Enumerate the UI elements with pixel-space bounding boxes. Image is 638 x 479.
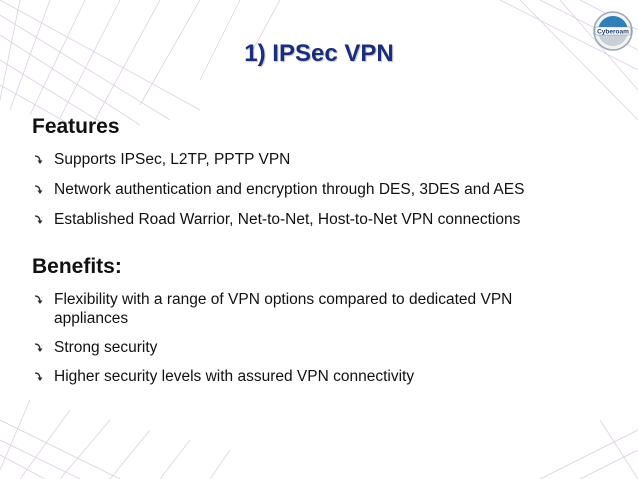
- list-item: Network authentication and encryption th…: [32, 180, 592, 199]
- list-item-text: Network authentication and encryption th…: [54, 181, 525, 198]
- section-heading-benefits: Benefits:: [32, 255, 122, 278]
- list-item: Higher security levels with assured VPN …: [32, 367, 592, 386]
- curved-arrow-bullet-icon: [34, 295, 43, 304]
- list-item-text: Flexibility with a range of VPN options …: [54, 291, 513, 327]
- curved-arrow-bullet-icon: [34, 372, 43, 381]
- list-item: Strong security: [32, 338, 592, 357]
- curved-arrow-bullet-icon: [34, 343, 43, 352]
- list-item: Supports IPSec, L2TP, PPTP VPN: [32, 150, 592, 169]
- cyberoam-logo-icon: Cyberoam: [593, 11, 633, 51]
- list-item: Established Road Warrior, Net-to-Net, Ho…: [32, 210, 592, 229]
- list-item-text: Higher security levels with assured VPN …: [54, 368, 415, 385]
- logo-text: Cyberoam: [597, 29, 629, 36]
- section-heading-features: Features: [32, 115, 120, 138]
- list-item-text: Supports IPSec, L2TP, PPTP VPN: [54, 151, 291, 168]
- curved-arrow-bullet-icon: [34, 185, 43, 194]
- list-item-text: Strong security: [54, 339, 158, 356]
- slide-title: 1) IPSec VPN: [244, 40, 394, 67]
- list-item: Flexibility with a range of VPN options …: [32, 290, 532, 328]
- list-item-text: Established Road Warrior, Net-to-Net, Ho…: [54, 211, 521, 228]
- curved-arrow-bullet-icon: [34, 215, 43, 224]
- curved-arrow-bullet-icon: [34, 155, 43, 164]
